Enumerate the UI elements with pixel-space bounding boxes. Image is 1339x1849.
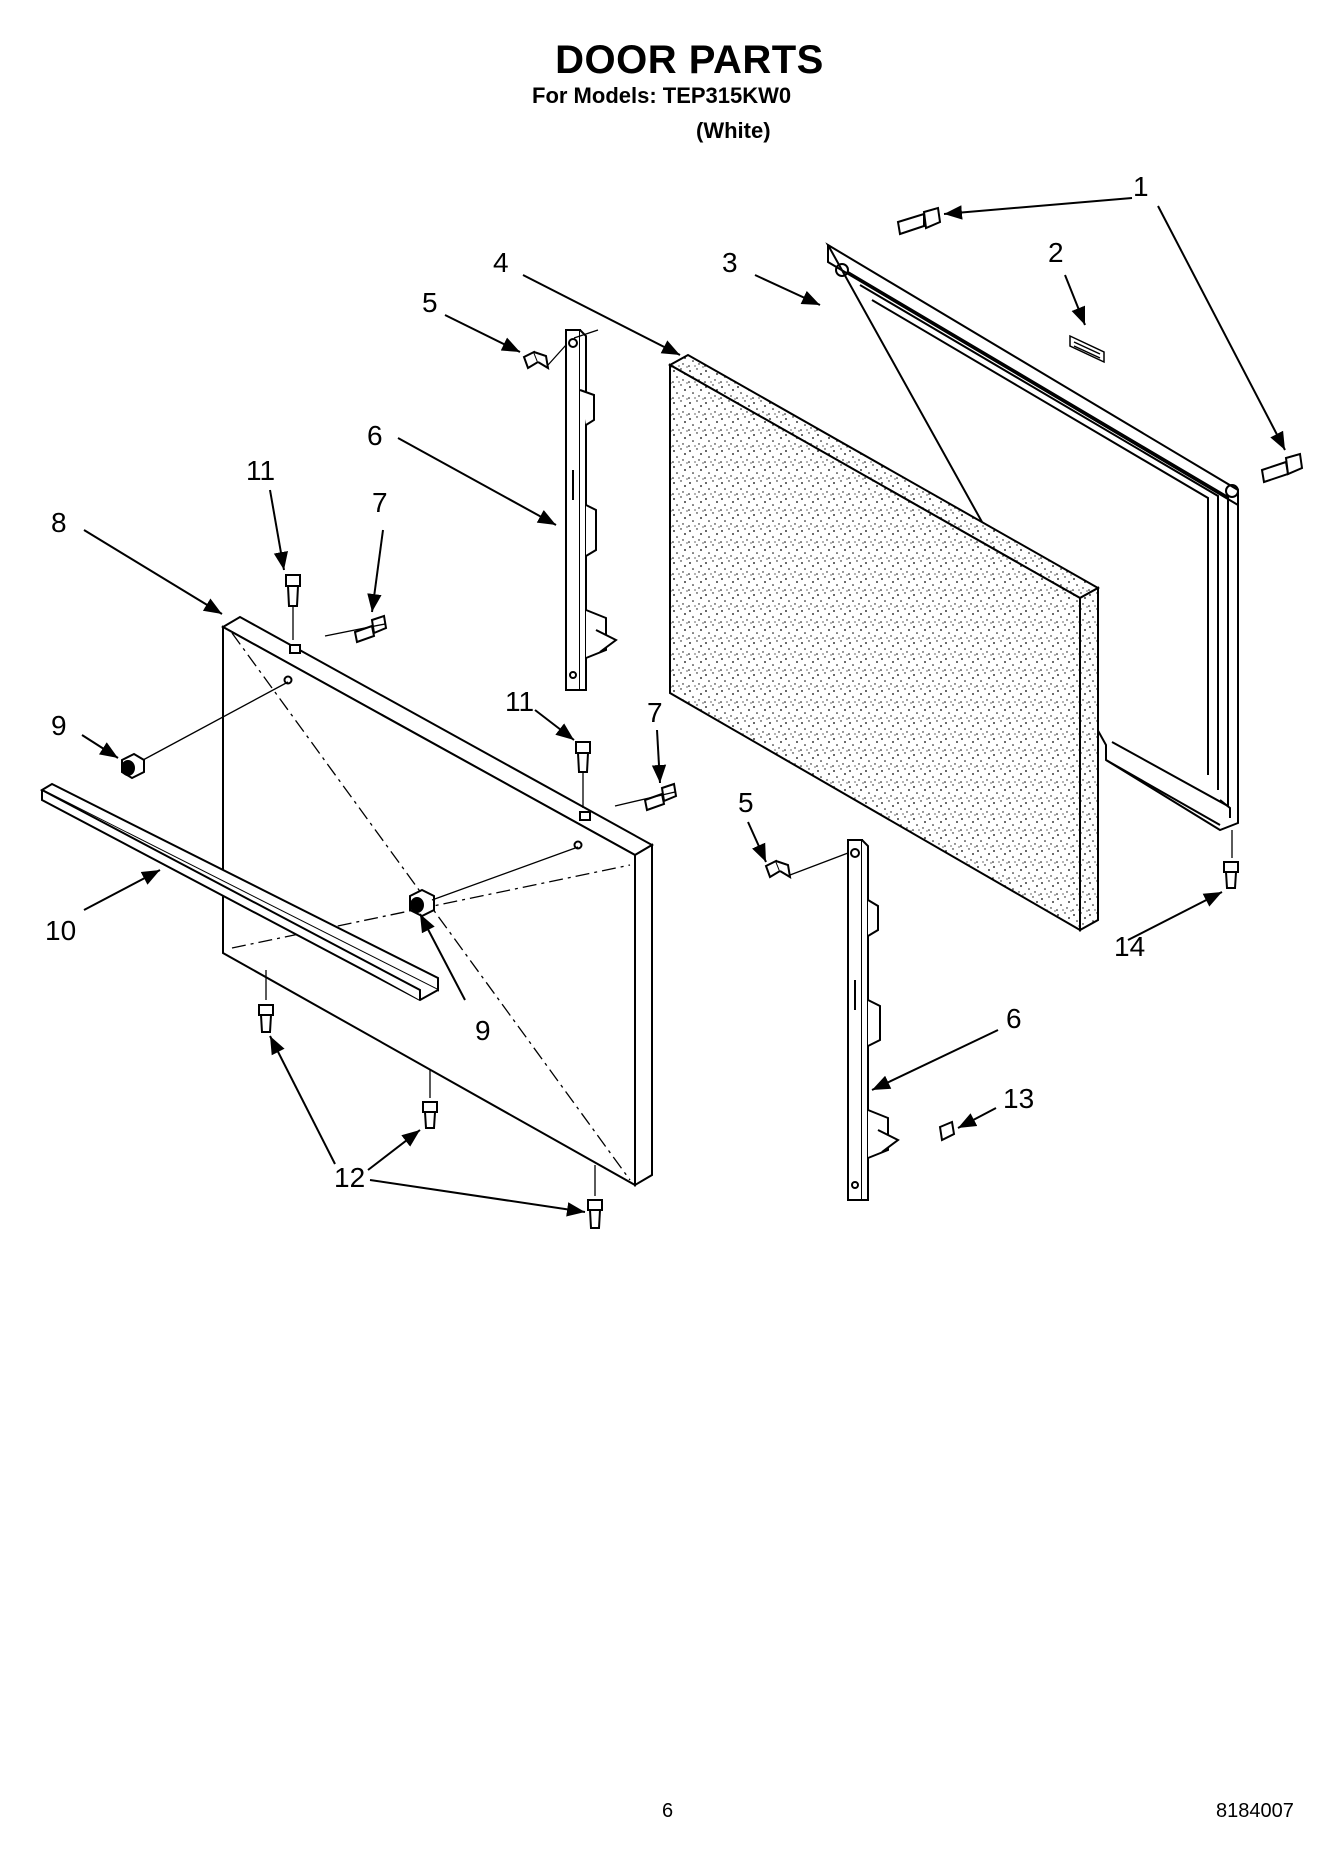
door-hinge-lower [847, 839, 900, 1201]
door-trim-strip [39, 782, 439, 1002]
bumper-lower [409, 888, 435, 918]
clip-part-5-upper [522, 350, 550, 370]
callout-9-upper: 9 [51, 710, 67, 741]
bumper-upper [121, 752, 145, 780]
inner-door-frame [825, 242, 1239, 832]
screw-part-12-c [587, 1199, 603, 1229]
callout-7-left: 7 [372, 487, 388, 518]
outer-door-panel [220, 615, 655, 1187]
screws [258, 206, 1304, 1229]
screw-part-11-left [285, 574, 301, 607]
callout-1: 1 [1133, 171, 1149, 202]
screw-part-12-a [258, 1004, 274, 1033]
callout-6-lower: 6 [1006, 1003, 1022, 1034]
callout-14: 14 [1114, 931, 1145, 962]
callout-11-left: 11 [246, 455, 275, 486]
screw-part-1-right [1260, 452, 1304, 484]
leader-lines [142, 329, 1233, 1196]
insulation-pad [667, 353, 1101, 932]
color-line: (White) [696, 118, 771, 143]
page-number: 6 [662, 1800, 674, 1822]
screw-part-14 [1223, 861, 1239, 889]
callout-13: 13 [1003, 1083, 1034, 1114]
callout-9-lower: 9 [475, 1015, 491, 1046]
callout-6-upper: 6 [367, 420, 383, 451]
callout-3: 3 [722, 247, 738, 278]
page-title: DOOR PARTS [555, 38, 824, 82]
callout-12: 12 [334, 1162, 365, 1193]
callout-5-upper: 5 [422, 287, 438, 318]
callout-arrows [81, 197, 1286, 1217]
screw-part-11-right [575, 741, 591, 773]
clip-part-5-lower [764, 859, 792, 879]
callout-8: 8 [51, 507, 67, 538]
callout-10: 10 [45, 915, 76, 946]
models-line: For Models: TEP315KW0 [532, 83, 792, 108]
callout-4: 4 [493, 247, 509, 278]
door-hinge-upper [565, 329, 618, 691]
callout-5-lower: 5 [738, 787, 754, 818]
clips [522, 350, 956, 1142]
document-number: 8184007 [1216, 1800, 1294, 1822]
clip-part-13 [938, 1120, 956, 1142]
screw-part-12-b [422, 1101, 438, 1129]
screw-part-7-right [643, 782, 678, 812]
screw-part-1-top [896, 206, 942, 236]
part-label-plate [1069, 334, 1105, 364]
callout-11-right: 11 [505, 686, 534, 717]
callout-2: 2 [1048, 237, 1064, 268]
callout-7-right: 7 [647, 697, 663, 728]
